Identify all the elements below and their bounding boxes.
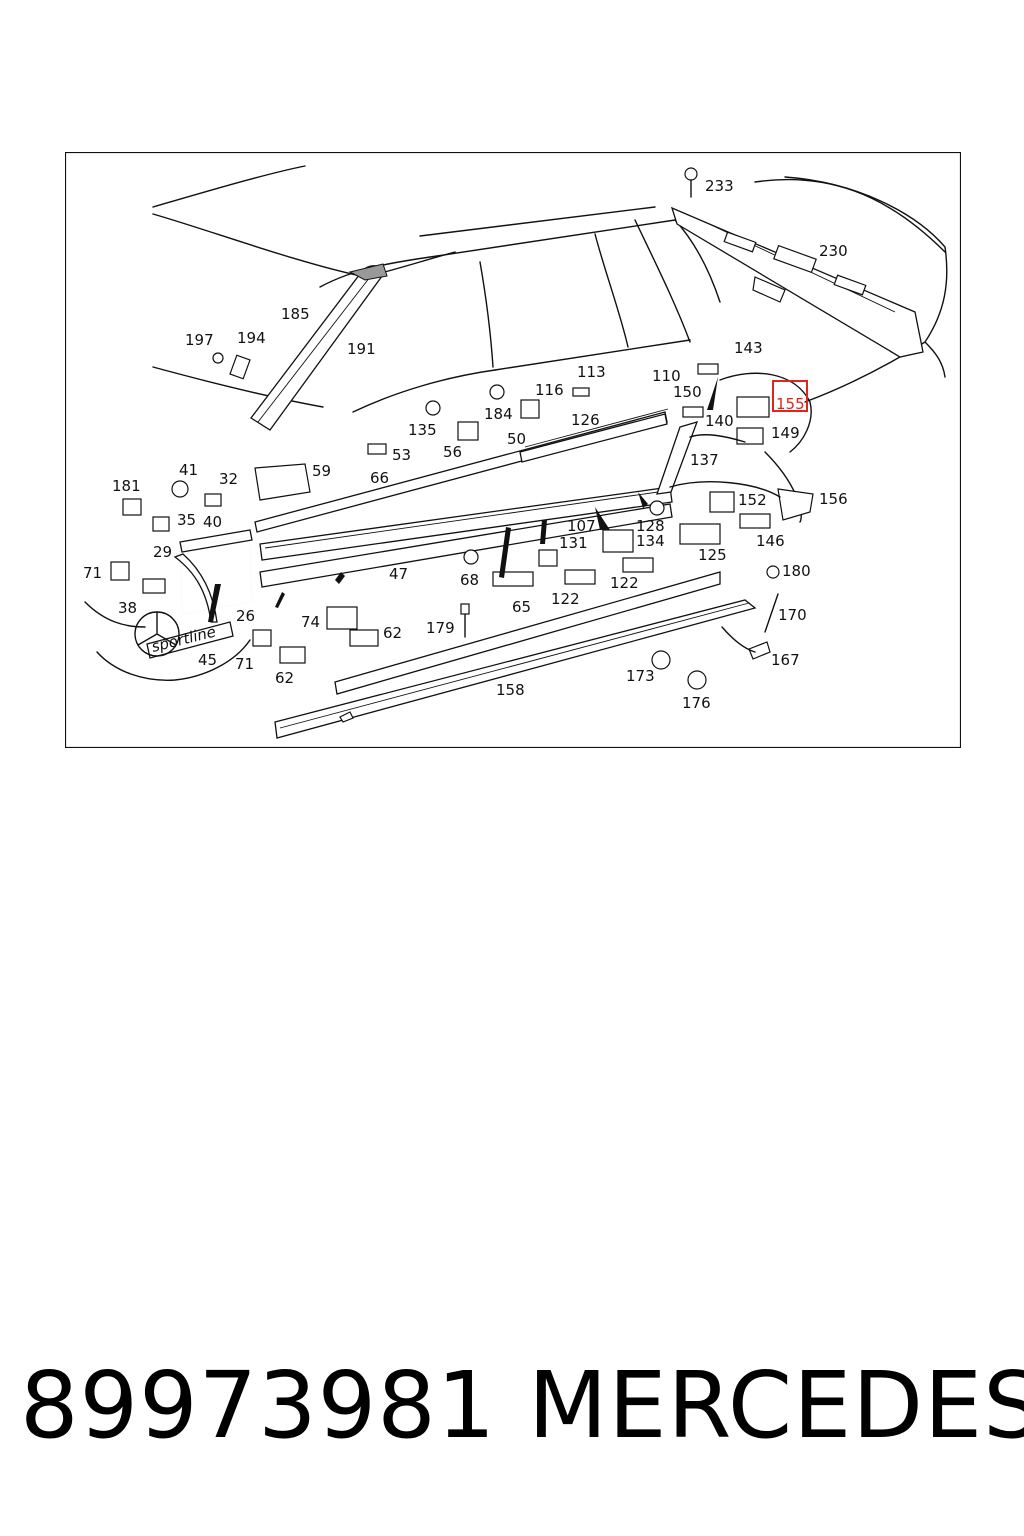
callout-137: 137 bbox=[690, 451, 719, 469]
callout-59: 59 bbox=[312, 462, 331, 480]
callout-125: 125 bbox=[698, 546, 727, 564]
callout-labels: 233 230 185 191 197 194 143 110 150 155 … bbox=[83, 177, 848, 712]
callout-158: 158 bbox=[496, 681, 525, 699]
callout-56: 56 bbox=[443, 443, 462, 461]
callout-29: 29 bbox=[153, 543, 172, 561]
callout-191: 191 bbox=[347, 340, 376, 358]
part-number-caption: 89973981 bbox=[20, 1352, 497, 1459]
callout-113: 113 bbox=[577, 363, 606, 381]
callout-122-left: 122 bbox=[551, 590, 580, 608]
callout-110: 110 bbox=[652, 367, 681, 385]
sportline-emblem bbox=[146, 621, 234, 659]
callout-181: 181 bbox=[112, 477, 141, 495]
callout-74: 74 bbox=[301, 613, 320, 631]
callout-71-lower: 71 bbox=[235, 655, 254, 673]
callout-32: 32 bbox=[219, 470, 238, 488]
callout-176: 176 bbox=[682, 694, 711, 712]
callout-134: 134 bbox=[636, 532, 665, 550]
callout-65: 65 bbox=[512, 598, 531, 616]
callout-47: 47 bbox=[389, 565, 408, 583]
callout-126: 126 bbox=[571, 411, 600, 429]
fastener-parts bbox=[110, 167, 814, 690]
callout-230: 230 bbox=[819, 242, 848, 260]
callout-41: 41 bbox=[179, 461, 198, 479]
callout-194: 194 bbox=[237, 329, 266, 347]
callout-149: 149 bbox=[771, 424, 800, 442]
callout-146: 146 bbox=[756, 532, 785, 550]
callout-40: 40 bbox=[203, 513, 222, 531]
callout-143: 143 bbox=[734, 339, 763, 357]
upper-door-strip bbox=[254, 408, 669, 533]
roof-rail-strip bbox=[250, 263, 388, 431]
callout-66: 66 bbox=[370, 469, 389, 487]
callout-180: 180 bbox=[782, 562, 811, 580]
rear-trim-panel bbox=[670, 206, 924, 358]
callout-71-upper: 71 bbox=[83, 564, 102, 582]
callout-62-lower: 62 bbox=[275, 669, 294, 687]
callout-62-upper: 62 bbox=[383, 624, 402, 642]
callout-179: 179 bbox=[426, 619, 455, 637]
callout-152: 152 bbox=[738, 491, 767, 509]
callout-233: 233 bbox=[705, 177, 734, 195]
callout-68: 68 bbox=[460, 571, 479, 589]
pointer-arrows bbox=[208, 377, 781, 653]
parts-diagram: sportline 233 230 185 191 197 194 143 11… bbox=[65, 152, 961, 748]
callout-122-right: 122 bbox=[610, 574, 639, 592]
callout-173: 173 bbox=[626, 667, 655, 685]
diagram-svg: sportline 233 230 185 191 197 194 143 11… bbox=[65, 152, 961, 748]
callout-135: 135 bbox=[408, 421, 437, 439]
callout-45: 45 bbox=[198, 651, 217, 669]
callout-107: 107 bbox=[567, 517, 596, 535]
callout-197: 197 bbox=[185, 331, 214, 349]
callout-185: 185 bbox=[281, 305, 310, 323]
highlight-box bbox=[772, 380, 808, 412]
rear-quarter-strip bbox=[656, 421, 699, 495]
callout-170: 170 bbox=[778, 606, 807, 624]
callout-53: 53 bbox=[392, 446, 411, 464]
rocker-panel bbox=[274, 571, 757, 739]
callout-35: 35 bbox=[177, 511, 196, 529]
brand-caption: MERCEDES bbox=[528, 1352, 1024, 1459]
callout-184: 184 bbox=[484, 405, 513, 423]
callout-128: 128 bbox=[636, 517, 665, 535]
callout-150: 150 bbox=[673, 383, 702, 401]
door-lower-strip bbox=[259, 486, 673, 588]
callout-116: 116 bbox=[535, 381, 564, 399]
callout-131: 131 bbox=[559, 534, 588, 552]
car-body-outline bbox=[84, 165, 948, 681]
diagram-border bbox=[65, 152, 961, 748]
callout-140: 140 bbox=[705, 412, 734, 430]
callout-50: 50 bbox=[507, 430, 526, 448]
mercedes-star-icon bbox=[134, 611, 180, 657]
callout-155: 155 bbox=[776, 395, 805, 413]
callout-38: 38 bbox=[118, 599, 137, 617]
callout-26: 26 bbox=[236, 607, 255, 625]
callout-156: 156 bbox=[819, 490, 848, 508]
callout-167: 167 bbox=[771, 651, 800, 669]
